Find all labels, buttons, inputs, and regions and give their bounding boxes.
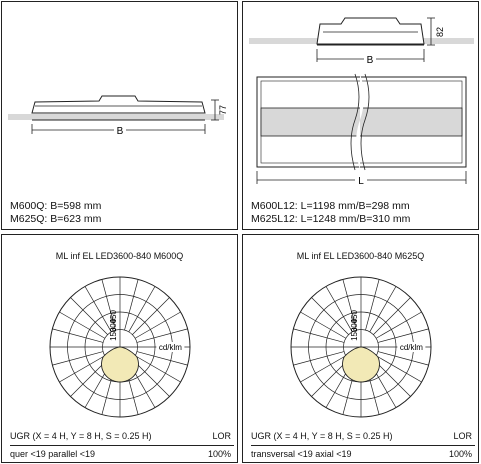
- radial-grid-line: [311, 297, 349, 335]
- polar-diagram-panel-right: ML inf EL LED3600-840 M625Q 450 300 150 …: [242, 234, 479, 463]
- radial-grid-line: [365, 279, 380, 331]
- polar-light-distribution: 450 300 150 cd/klm: [49, 276, 191, 418]
- ugr-values: quer <19 parallel <19: [10, 449, 96, 459]
- luminaire-cross-section: [316, 17, 425, 45]
- break-line-right: [360, 73, 370, 171]
- radial-grid-line: [84, 286, 112, 333]
- radial-grid-line: [70, 297, 108, 335]
- ugr-label: UGR (X = 4 H, Y = 8 H, S = 0.25 H): [251, 431, 393, 441]
- lor-label: LOR: [212, 431, 231, 441]
- radial-grid-line: [293, 351, 345, 366]
- lor-value: 100%: [207, 449, 231, 459]
- radial-grid-line: [136, 328, 188, 343]
- light-distribution-curve: [342, 346, 380, 383]
- diagram-title: ML inf EL LED3600-840 M600Q: [55, 251, 184, 261]
- radial-grid-line: [375, 311, 422, 339]
- scale-label-300: 300: [109, 318, 118, 332]
- radial-grid-line: [377, 328, 429, 343]
- unit-label: cd/klm: [400, 343, 423, 352]
- dim-label-b: B: [367, 55, 374, 66]
- radial-grid-line: [52, 328, 104, 343]
- ugr-divider: [251, 445, 475, 446]
- drawing-panel-left: B 77 M600Q: B=598 mm M625Q: B=623 mm: [1, 1, 238, 230]
- scale-label-300: 300: [350, 318, 359, 332]
- unit-label-bg: [156, 342, 185, 352]
- dim-label-height: 82: [435, 27, 445, 37]
- break-line-left: [350, 73, 360, 171]
- ceiling-band: [8, 114, 224, 120]
- scale-label-450: 450: [350, 310, 359, 324]
- polar-light-distribution: 450 300 150 cd/klm: [290, 276, 432, 418]
- radial-grid-line: [375, 355, 422, 383]
- break-gap: [356, 74, 364, 170]
- radial-grid-line: [134, 355, 181, 383]
- concentric-grid-circle: [290, 276, 432, 418]
- radial-grid-line: [128, 286, 156, 333]
- radial-grid-line: [325, 286, 353, 333]
- unit-label: cd/klm: [159, 343, 182, 352]
- radial-grid-line: [377, 351, 429, 366]
- radial-grid-line: [101, 279, 116, 331]
- ugr-label: UGR (X = 4 H, Y = 8 H, S = 0.25 H): [10, 431, 152, 441]
- polar-diagram-panel-left: ML inf EL LED3600-840 M600Q 450 300 150 …: [1, 234, 238, 463]
- ugr-values: transversal <19 axial <19: [251, 449, 352, 459]
- light-distribution-curve: [101, 346, 139, 383]
- diagram-title: ML inf EL LED3600-840 M625Q: [296, 251, 425, 261]
- dim-label-height: 77: [218, 105, 228, 115]
- caption-line-2: M625L12: L=1248 mm/B=310 mm: [251, 213, 411, 225]
- luminaire-plan-drawing: 82 B L: [249, 17, 474, 187]
- luminaire-outline: [31, 95, 206, 114]
- radial-grid-line: [369, 286, 397, 333]
- ugr-divider: [10, 445, 234, 446]
- caption-line-1: M600L12: L=1198 mm/B=298 mm: [251, 200, 410, 212]
- radial-grid-line: [136, 351, 188, 366]
- caption-line-2: M625Q: B=623 mm: [10, 213, 102, 225]
- caption-line-1: M600Q: B=598 mm: [10, 200, 102, 212]
- dim-label-l: L: [358, 176, 364, 187]
- dim-label-b: B: [117, 126, 124, 137]
- concentric-grid-circle: [49, 276, 191, 418]
- scale-label-450: 450: [109, 310, 118, 324]
- radial-grid-line: [124, 279, 139, 331]
- scale-label-150: 150: [109, 327, 118, 341]
- unit-label-bg: [397, 342, 426, 352]
- radial-grid-line: [132, 297, 170, 335]
- luminaire-profile-drawing: B 77: [8, 95, 228, 137]
- radial-grid-line: [300, 355, 347, 383]
- scale-label-150: 150: [350, 327, 359, 341]
- lor-label: LOR: [453, 431, 472, 441]
- lor-value: 100%: [448, 449, 472, 459]
- radial-grid-line: [342, 279, 357, 331]
- radial-grid-line: [59, 311, 106, 339]
- radial-grid-line: [300, 311, 347, 339]
- radial-grid-line: [373, 297, 411, 335]
- radial-grid-line: [52, 351, 104, 366]
- radial-grid-line: [134, 311, 181, 339]
- radial-grid-line: [293, 328, 345, 343]
- drawing-panel-right: 82 B L M600L12: L=1198 mm/B=298 mm M625L…: [242, 1, 479, 230]
- radial-grid-line: [59, 355, 106, 383]
